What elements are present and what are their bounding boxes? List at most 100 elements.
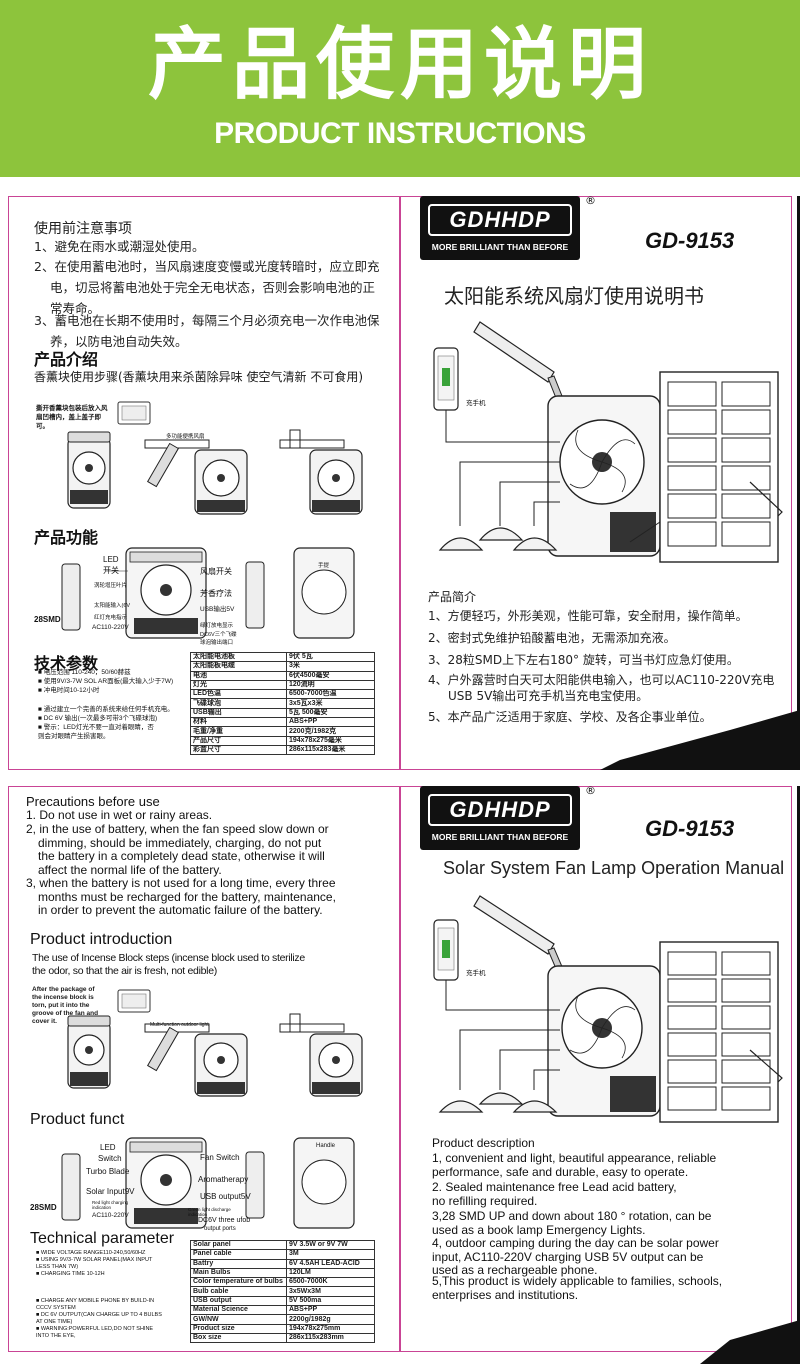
cn-product-illustration: [433, 321, 783, 563]
en-tech-bullet: AT ONE TIME): [36, 1319, 73, 1325]
en-spec-value: 120LM: [286, 1267, 375, 1279]
cn-label-green: 绿灯放电显示: [200, 623, 234, 629]
cn-spec-key: 太阳能电池板: [190, 651, 287, 663]
en-spec-key: Product size: [190, 1323, 287, 1334]
en-tech-title: Technical parameter: [30, 1230, 175, 1247]
en-right-frame: [400, 786, 792, 1352]
en-phone-label: 充手机: [466, 970, 486, 977]
cn-page-edge: [797, 196, 800, 770]
en-label-smd: 28SMD: [30, 1203, 57, 1212]
cn-desc-3: 3、28粒SMD上下左右180° 旋转，可当书灯应急灯使用。: [428, 653, 739, 667]
cn-spec-key: 灯光: [190, 679, 287, 691]
cn-label-handle: 手提: [318, 563, 330, 569]
cn-brand-logo: GDHHDP MORE BRILLIANT THAN BEFORE ®: [420, 194, 596, 260]
cn-label-chargeind: 红灯充电指示: [94, 615, 128, 621]
en-label-dc2: output ports: [204, 1226, 236, 1232]
en-left-frame: [8, 786, 400, 1352]
en-precaution-2: 2, in the use of battery, when the fan s…: [26, 822, 329, 877]
en-label-solar: Solar Input9V: [86, 1187, 135, 1196]
cn-intro-title: 产品介绍: [34, 350, 99, 369]
cn-spec-key: 彩盒尺寸: [190, 744, 287, 756]
cn-right-frame: [400, 196, 792, 770]
cn-desc-title: 产品简介: [428, 590, 477, 604]
cn-function-title: 产品功能: [34, 528, 99, 547]
en-brand-name: GDHHDP: [428, 794, 572, 826]
cn-label-dc: DC6V三个飞碟: [200, 632, 237, 638]
cn-precaution-3: 3、蓄电池在长期不使用时，每隔三个月必须充电一次作电池保养，以防电池自动失效。: [34, 313, 380, 349]
en-label-led: LED: [100, 1143, 116, 1152]
cn-label-solar: 太阳能输入(6V: [94, 603, 131, 609]
header-title-cn: 产品使用说明: [147, 20, 652, 110]
en-product-illustration: [433, 895, 783, 1123]
cn-desc-1: 1、方便轻巧，外形美观，性能可靠，安全耐用，操作简单。: [428, 609, 748, 623]
en-spec-key: GW/NW: [190, 1314, 287, 1325]
en-spec-value: ABS+PP: [286, 1305, 375, 1316]
en-page-edge: [797, 786, 800, 1352]
cn-spec-key: 材料: [190, 717, 287, 728]
cn-tech-bullet: ■ 警示：LED灯光不要一直对着眼睛，否则会对眼睛产生损害眼。: [38, 724, 154, 740]
cn-tech-bullet: ■ 电压范围 110-240，50/60赫兹: [38, 669, 131, 676]
en-manual-title: Solar System Fan Lamp Operation Manual: [443, 858, 785, 878]
cn-label-led: LED: [103, 555, 119, 564]
en-spec-key: Panel cable: [190, 1249, 287, 1260]
page-header: 产品使用说明 PRODUCT INSTRUCTIONS: [0, 0, 800, 177]
en-label-handle: Handle: [316, 1143, 336, 1149]
en-spec-value: 194x78x275mm: [286, 1323, 375, 1334]
en-tech-bullets: ■ WIDE VOLTAGE RANGE110-240,50/60HZ ■ US…: [36, 1250, 162, 1340]
cn-corner-band: [600, 710, 800, 770]
en-tech-bullet: ■ CHARGE ANY MOBILE PHONE BY BUILD-IN: [36, 1298, 155, 1304]
en-corner-band: [700, 1320, 800, 1364]
en-spec-value: 6V 4.5AH LEAD-ACID: [286, 1258, 375, 1269]
cn-spec-value: 6500-7000色温: [286, 689, 375, 700]
en-spec-value: 286x115x283mm: [286, 1332, 375, 1344]
cn-desc-4: 4、户外露营时白天可太阳能供电输入，也可以AC110-220V充电USB 5V输…: [428, 673, 775, 703]
cn-label-dc2: 球泡输出端口: [200, 640, 234, 646]
en-function-title: Product funct: [30, 1111, 125, 1128]
en-label-ac: AC110-220V: [92, 1212, 129, 1219]
en-tech-bullet: ■ WARNING:POWERFUL LED,DO NOT SHINE: [36, 1326, 154, 1332]
en-label-led2: Switch: [98, 1154, 122, 1163]
cn-precaution-1: 1、避免在雨水或潮湿处使用。: [34, 239, 205, 254]
en-label-aroma: Aromatherapy: [198, 1175, 249, 1184]
en-spec-key: Battry: [190, 1258, 287, 1269]
cn-spec-value: 120流明: [286, 679, 375, 691]
en-brand-slogan: MORE BRILLIANT THAN BEFORE: [431, 832, 569, 842]
cn-tech-bullets: ■ 电压范围 110-240，50/60赫兹 ■ 使用9V/3-7W SOL A…: [38, 668, 174, 741]
en-desc-title: Product description: [432, 1136, 535, 1150]
en-spec-key: Box size: [190, 1332, 287, 1344]
en-brand-logo: GDHHDP MORE BRILLIANT THAN BEFORE ®: [420, 784, 596, 850]
en-tech-bullet: ■ WIDE VOLTAGE RANGE110-240,50/60HZ: [36, 1250, 146, 1256]
en-intro-title: Product introduction: [30, 931, 173, 948]
en-spec-value: 5V 500ma: [286, 1295, 375, 1307]
cn-spec-value: 194x78x275毫米: [286, 735, 375, 746]
en-brand-reg: ®: [585, 784, 596, 797]
en-spec-value: 3x5Wx3M: [286, 1286, 375, 1297]
en-tech-bullet: ■ CHARGING TIME 10-12H: [36, 1271, 105, 1277]
cn-spec-key: LED色温: [190, 689, 287, 700]
en-desc-5: 5,This product is widely applicable to f…: [432, 1274, 723, 1302]
cn-spec-value: 6伏4500毫安: [286, 670, 375, 681]
cn-label-smd: 28SMD: [34, 615, 61, 624]
en-model-number: GD-9153: [645, 816, 735, 841]
cn-spec-value: ABS+PP: [286, 717, 375, 728]
cn-spec-key: 飞碟球泡: [190, 698, 287, 709]
cn-tech-title: 技术参数: [34, 654, 99, 673]
cn-label-ac: AC110-220V: [92, 624, 129, 631]
cn-spec-value: 2200克/1982克: [286, 726, 375, 737]
cn-label-led2: 开关: [103, 566, 119, 575]
cn-manual-title: 太阳能系统风扇灯使用说明书: [444, 284, 704, 308]
cn-desc-2: 2、密封式免维护铅酸蓄电池，无需添加充液。: [428, 631, 676, 645]
header-title-en: PRODUCT INSTRUCTIONS: [214, 117, 586, 150]
